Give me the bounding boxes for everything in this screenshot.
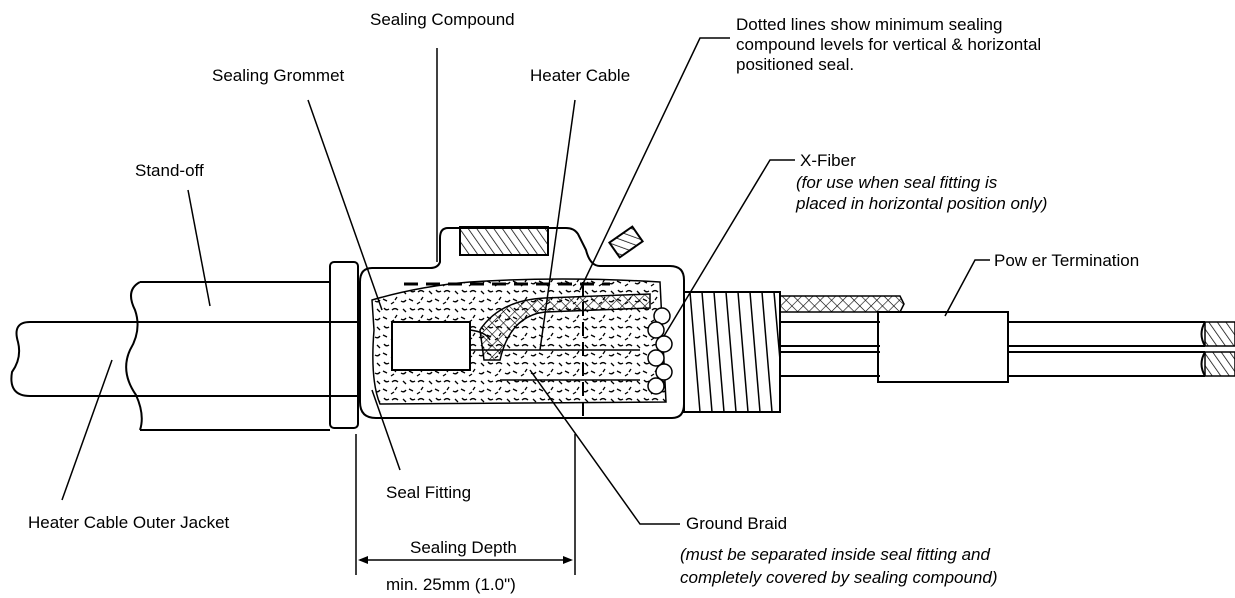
label-stand-off: Stand-off (135, 161, 204, 180)
label-x-fiber: X-Fiber (800, 151, 856, 170)
label-seal-fitting: Seal Fitting (386, 483, 472, 502)
label-dotted-note-1: Dotted lines show minimum sealing (736, 15, 1003, 34)
label-ground-braid-note-2: completely covered by sealing compound) (680, 568, 998, 587)
label-sealing-depth: Sealing Depth (410, 538, 517, 557)
label-ground-braid: Ground Braid (686, 514, 788, 533)
outer-jacket (10, 321, 360, 397)
fitting-interior (371, 278, 673, 405)
seal-fitting-body (359, 225, 685, 419)
label-power-termination: Pow er Termination (994, 251, 1140, 270)
label-sealing-compound: Sealing Compound (370, 10, 515, 29)
flange (329, 261, 359, 429)
threaded-nipple (683, 291, 781, 413)
label-sealing-grommet: Sealing Grommet (212, 66, 345, 85)
x-fiber-wrap (647, 307, 673, 395)
label-min-depth: min. 25mm (1.0") (386, 575, 516, 594)
stand-off (125, 281, 330, 431)
sealing-depth-dimension (355, 434, 576, 575)
label-ground-braid-note-1: (must be separated inside seal fitting a… (680, 545, 990, 564)
label-heater-cable: Heater Cable (530, 66, 631, 85)
label-x-fiber-note-1: (for use when seal fitting is (796, 173, 998, 192)
label-dotted-note-3: positioned seal. (736, 55, 855, 74)
label-heater-cable-outer-jacket: Heater Cable Outer Jacket (28, 513, 230, 532)
leader-lines (61, 37, 990, 525)
label-x-fiber-note-2: placed in horizontal position only) (796, 194, 1048, 213)
label-dotted-note-2: compound levels for vertical & horizonta… (736, 35, 1042, 54)
cable-section (779, 295, 1235, 383)
